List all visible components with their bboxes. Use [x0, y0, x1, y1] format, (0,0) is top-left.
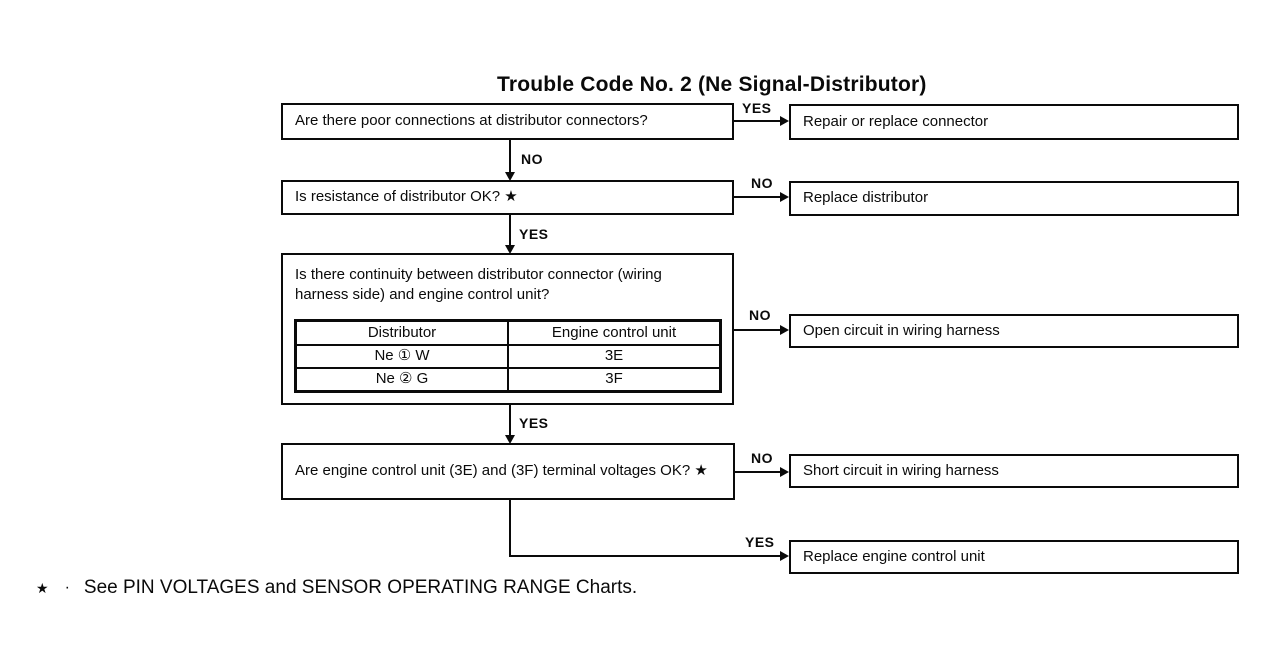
branch-label-no: NO	[751, 175, 773, 191]
footnote: ★ · See PIN VOLTAGES and SENSOR OPERATIN…	[36, 577, 637, 599]
table-cell-distributor: Ne ② G	[294, 367, 509, 393]
connector-line	[734, 329, 782, 331]
connector-line	[734, 196, 782, 198]
table-header-distributor: Distributor	[294, 319, 509, 346]
arrow-down-icon	[505, 245, 515, 254]
question-box-terminal-voltages: Are engine control unit (3E) and (3F) te…	[281, 443, 735, 500]
branch-label-yes: YES	[519, 415, 549, 431]
arrow-down-icon	[505, 435, 515, 444]
table-header-ecu: Engine control unit	[507, 319, 722, 346]
action-text: Repair or replace connector	[803, 112, 989, 130]
branch-label-no: NO	[751, 450, 773, 466]
arrow-right-icon	[780, 551, 789, 561]
branch-label-yes: YES	[742, 100, 772, 116]
connector-line	[509, 500, 511, 557]
branch-label-yes: YES	[519, 226, 549, 242]
action-box-short-circuit: Short circuit in wiring harness	[789, 454, 1239, 488]
table-row: Ne ① W 3E	[294, 344, 722, 369]
page-title: Trouble Code No. 2 (Ne Signal-Distributo…	[497, 73, 927, 96]
arrow-right-icon	[780, 116, 789, 126]
footnote-separator: ·	[64, 579, 70, 596]
question-text: Is there continuity between distributor …	[295, 266, 662, 304]
branch-label-no: NO	[749, 307, 771, 323]
question-text: Are there poor connections at distributo…	[295, 112, 648, 130]
action-box-repair-connector: Repair or replace connector	[789, 104, 1239, 140]
action-text: Open circuit in wiring harness	[803, 321, 1000, 339]
table-cell-ecu: 3F	[507, 367, 722, 393]
connector-line	[509, 140, 511, 174]
action-text: Replace distributor	[803, 189, 929, 207]
action-box-replace-ecu: Replace engine control unit	[789, 540, 1239, 574]
question-text: Is resistance of distributor OK? ★	[295, 188, 518, 206]
question-box-poor-connections: Are there poor connections at distributo…	[281, 103, 734, 140]
connector-line	[509, 405, 511, 436]
table-header-row: Distributor Engine control unit	[294, 319, 722, 346]
arrow-down-icon	[505, 172, 515, 181]
question-box-distributor-resistance: Is resistance of distributor OK? ★	[281, 180, 734, 215]
arrow-right-icon	[780, 192, 789, 202]
continuity-table: Distributor Engine control unit Ne ① W 3…	[294, 319, 722, 393]
arrow-right-icon	[780, 467, 789, 477]
branch-label-no: NO	[521, 151, 543, 167]
connector-line	[509, 215, 511, 246]
question-box-continuity: Is there continuity between distributor …	[281, 253, 734, 405]
footnote-star-icon: ★	[36, 580, 49, 596]
table-row: Ne ② G 3F	[294, 367, 722, 393]
question-text: Are engine control unit (3E) and (3F) te…	[295, 462, 708, 480]
action-box-open-circuit: Open circuit in wiring harness	[789, 314, 1239, 348]
connector-line	[735, 471, 782, 473]
footnote-text: See PIN VOLTAGES and SENSOR OPERATING RA…	[83, 577, 638, 598]
branch-label-yes: YES	[745, 534, 775, 550]
connector-line	[734, 120, 782, 122]
table-cell-ecu: 3E	[507, 344, 722, 369]
connector-line	[509, 555, 782, 557]
action-box-replace-distributor: Replace distributor	[789, 181, 1239, 216]
arrow-right-icon	[780, 325, 789, 335]
action-text: Replace engine control unit	[803, 547, 985, 565]
table-cell-distributor: Ne ① W	[294, 344, 509, 369]
action-text: Short circuit in wiring harness	[803, 461, 999, 479]
